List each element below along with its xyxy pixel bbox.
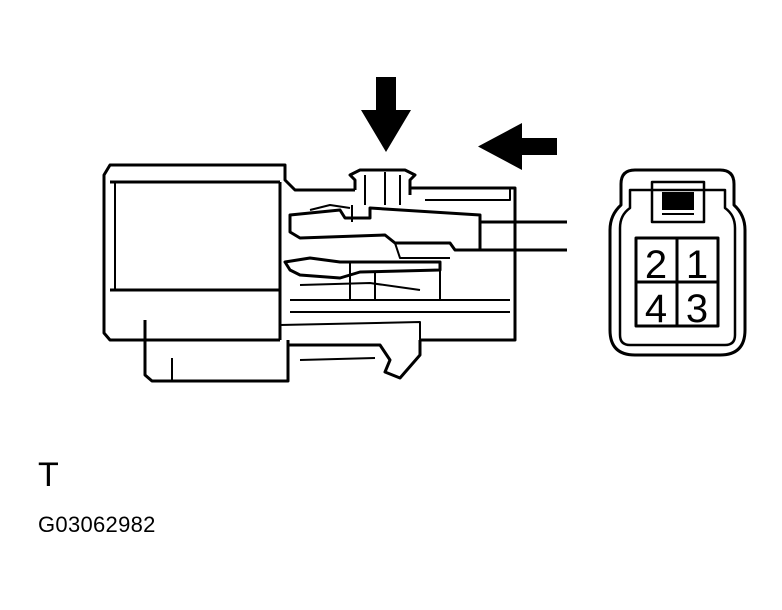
pin-label: 4 <box>645 287 667 331</box>
pin-label: 3 <box>686 287 708 331</box>
pin-label: 1 <box>686 243 708 287</box>
pin-label: 2 <box>645 243 667 287</box>
connector-side-view <box>102 163 567 383</box>
figure-code: G03062982 <box>38 512 156 537</box>
left-arrow-icon <box>478 123 557 170</box>
down-arrow-icon <box>361 77 411 152</box>
figure-marker: T <box>38 456 59 494</box>
connector-front-view <box>608 168 747 357</box>
